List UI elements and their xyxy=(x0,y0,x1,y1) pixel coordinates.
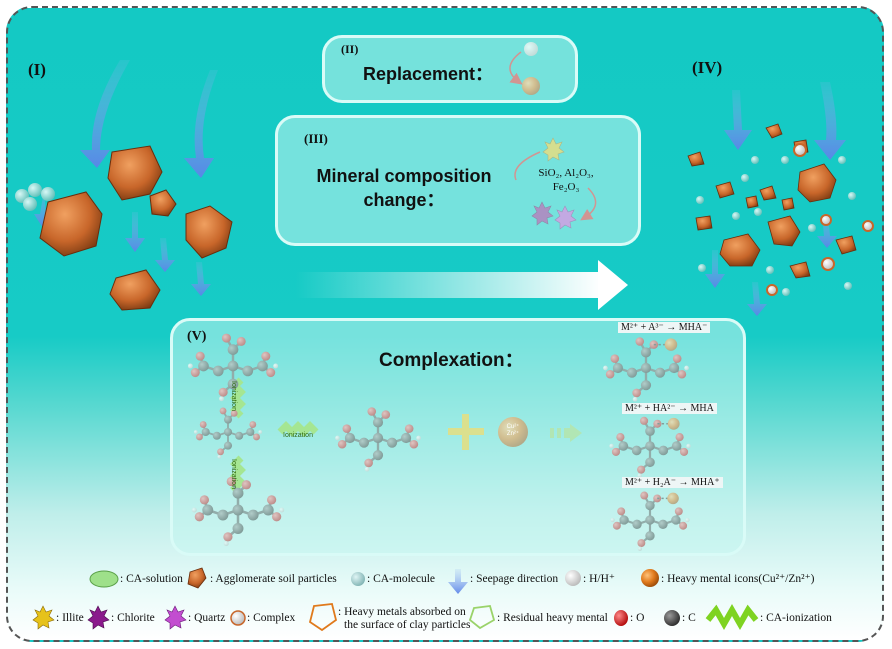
mineral-change-panel: (III) Mineral composition change： SiO₂, … xyxy=(275,115,641,246)
legend-illite: : Illite xyxy=(56,612,84,624)
section-v-label: (V) xyxy=(187,329,207,344)
legend-residual: : Residual heavy mental xyxy=(497,612,608,624)
complex-equation-2: M²⁺ + HA²⁻ → MHA xyxy=(622,403,717,414)
legend-h: : H/H⁺ xyxy=(583,573,615,585)
legend-ca-molecule: : CA-molecule xyxy=(367,573,436,585)
legend-o: : O xyxy=(630,612,645,624)
section-iii-label: (III) xyxy=(304,131,328,146)
ionization-label-bottom: Ionization xyxy=(230,459,237,489)
legend-complex: : Complex xyxy=(247,612,296,624)
section-iv-soil-particles xyxy=(687,123,857,279)
replacement-title: Replacement： xyxy=(363,64,494,84)
section-i-label: (I) xyxy=(28,60,46,79)
process-arrow xyxy=(296,260,628,310)
complexation-panel: (V) Complexation： xyxy=(170,318,746,556)
replacement-panel: (II) Replacement： xyxy=(322,35,578,103)
complex-equation-3: M²⁺ + H₂A⁻ → MHA⁺ xyxy=(622,477,723,488)
heavy-metal-ion-label: Cu²⁺ Zn²⁺ xyxy=(506,424,520,437)
mineral-change-title-line1: Mineral composition xyxy=(316,166,492,186)
section-iv-complexes xyxy=(766,143,874,296)
legend-heavy-metal: : Heavy mental icons(Cu²⁺/Zn²⁺) xyxy=(661,573,815,585)
section-iv-ca-molecules xyxy=(696,156,856,296)
mineral-change-title: Mineral composition change： xyxy=(304,164,504,212)
mineral-change-title-line2: change： xyxy=(363,190,445,210)
legend-quartz: : Quartz xyxy=(188,612,226,624)
legend-c: : C xyxy=(682,612,696,624)
legend-ca-solution: : CA-solution xyxy=(120,573,183,585)
complexation-title: Complexation： xyxy=(379,350,524,371)
legend-absorbed-line1: : Heavy metals absorbed on xyxy=(338,606,466,618)
oxide-line2: Fe₂O₃ xyxy=(552,181,580,193)
section-i-soil-particles xyxy=(39,145,233,311)
legend-chlorite: : Chlorite xyxy=(111,612,155,624)
legend-seepage: : Seepage direction xyxy=(470,573,559,585)
ionization-label-top: Ionization xyxy=(230,381,237,411)
legend-absorbed: : Heavy metals absorbed on the surface o… xyxy=(338,606,470,632)
complex-equation-1: M²⁺ + A³⁻ → MHA⁻ xyxy=(618,322,711,333)
legend-absorbed-line2: the surface of clay particles xyxy=(344,619,471,631)
oxide-line1: SiO₂, Al₂O₃, xyxy=(538,167,594,179)
section-iv-label: (IV) xyxy=(692,58,723,77)
section-ii-label: (II) xyxy=(341,42,359,56)
section-i-ca-molecules xyxy=(15,183,55,211)
legend-agglomerate: : Agglomerate soil particles xyxy=(210,573,337,585)
section-iv-seepage-arrows xyxy=(705,82,846,316)
ionization-label-middle: Ionization xyxy=(283,432,313,439)
legend-ca-ionization: : CA-ionization xyxy=(760,612,832,624)
legend-icons xyxy=(32,567,759,632)
oxide-formulas: SiO₂, Al₂O₃, Fe₂O₃ xyxy=(506,166,626,194)
